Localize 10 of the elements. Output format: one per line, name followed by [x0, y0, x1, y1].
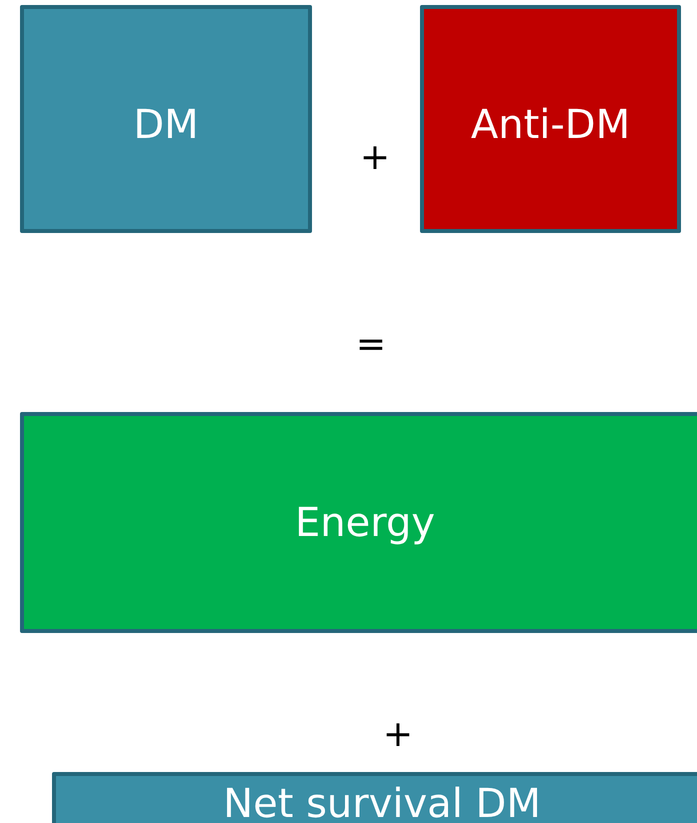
box-label: DM — [133, 105, 199, 145]
box-label: Net survival DM — [223, 784, 541, 823]
colored-box — [20, 5, 312, 233]
box-label: Anti-DM — [470, 105, 630, 145]
operator-sign: = — [356, 327, 386, 363]
operator-sign: + — [360, 140, 390, 176]
box-label: Energy — [294, 502, 436, 542]
colored-box — [420, 5, 681, 233]
colored-box — [20, 412, 697, 633]
operator-sign: + — [382, 717, 414, 753]
